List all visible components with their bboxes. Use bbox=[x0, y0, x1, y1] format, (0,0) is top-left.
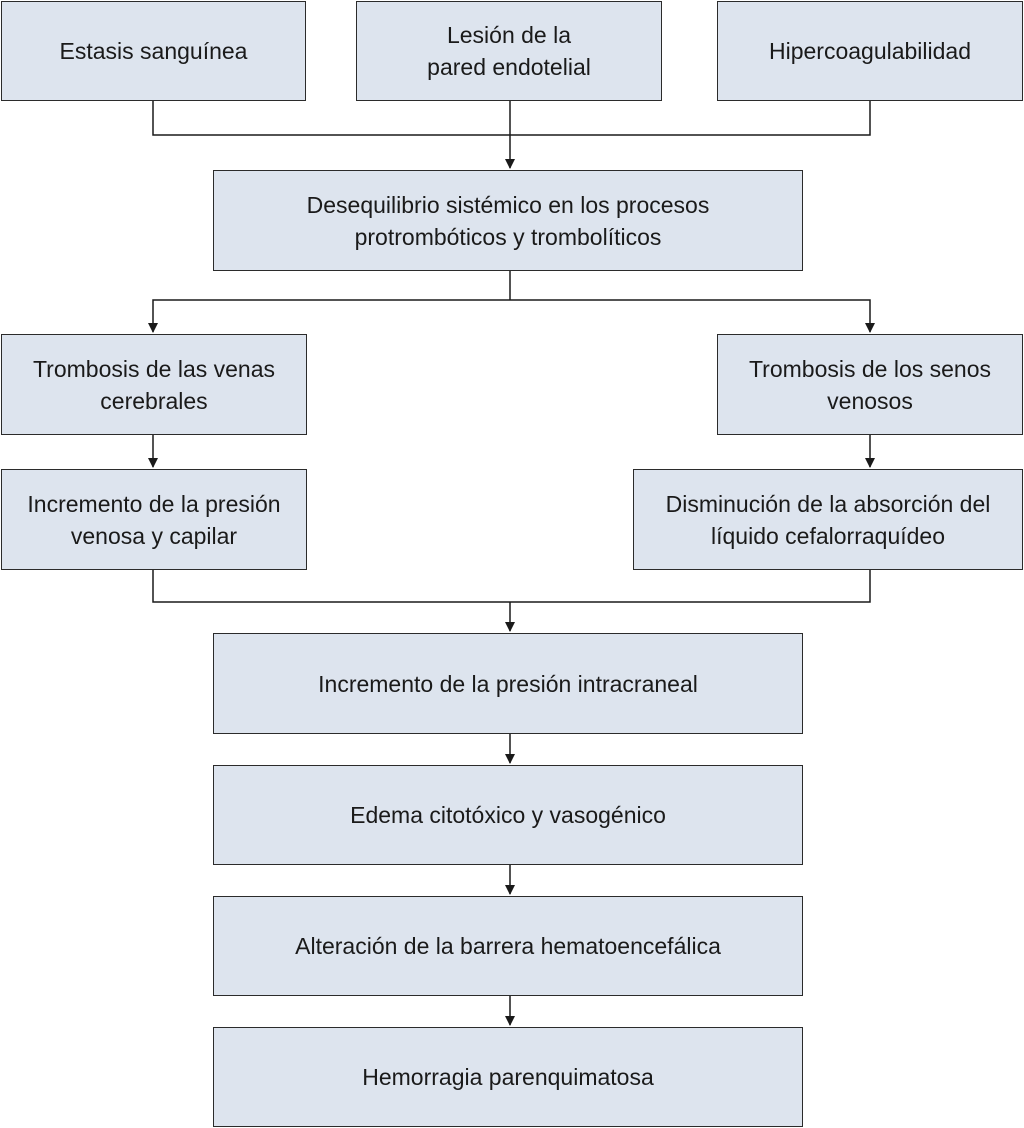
node-hemorragia-parenquimatosa: Hemorragia parenquimatosa bbox=[213, 1027, 803, 1127]
node-label: Hemorragia parenquimatosa bbox=[362, 1064, 654, 1090]
node-presion-venosa-capilar: Incremento de la presión venosa y capila… bbox=[1, 469, 307, 570]
node-label: Incremento de la presión venosa y capila… bbox=[27, 490, 281, 549]
node-trombosis-venas-cerebrales: Trombosis de las venas cerebrales bbox=[1, 334, 307, 435]
node-label: Trombosis de las venas cerebrales bbox=[32, 355, 276, 414]
connector-branches-merge bbox=[152, 569, 871, 603]
node-label: Disminución de la absorción del líquido … bbox=[665, 490, 991, 549]
node-desequilibrio-sistemico: Desequilibrio sistémico en los procesos … bbox=[213, 170, 803, 271]
node-label: Trombosis de los senos venosos bbox=[748, 355, 992, 414]
node-label: Hipercoagulabilidad bbox=[768, 38, 972, 64]
node-hipercoagulabilidad: Hipercoagulabilidad bbox=[717, 1, 1023, 101]
node-label: Desequilibrio sistémico en los procesos … bbox=[306, 191, 710, 250]
node-presion-intracraneal: Incremento de la presión intracraneal bbox=[213, 633, 803, 734]
node-edema: Edema citotóxico y vasogénico bbox=[213, 765, 803, 865]
node-lesion-pared-endotelial: Lesión de la pared endotelial bbox=[356, 1, 662, 101]
node-trombosis-senos-venosos: Trombosis de los senos venosos bbox=[717, 334, 1023, 435]
connector-split-right bbox=[510, 299, 875, 333]
node-label: Edema citotóxico y vasogénico bbox=[350, 802, 666, 828]
node-disminucion-absorcion-lcr: Disminución de la absorción del líquido … bbox=[633, 469, 1023, 570]
node-label: Alteración de la barrera hematoencefálic… bbox=[295, 933, 721, 959]
node-label: Lesión de la pared endotelial bbox=[427, 22, 591, 80]
connector-split-left bbox=[148, 299, 510, 333]
node-barrera-hematoencefalica: Alteración de la barrera hematoencefálic… bbox=[213, 896, 803, 996]
node-label: Incremento de la presión intracraneal bbox=[318, 670, 698, 697]
node-estasis-sanguinea: Estasis sanguínea bbox=[1, 1, 306, 101]
connector-causes-merge bbox=[152, 100, 871, 136]
node-label: Estasis sanguínea bbox=[59, 38, 248, 64]
